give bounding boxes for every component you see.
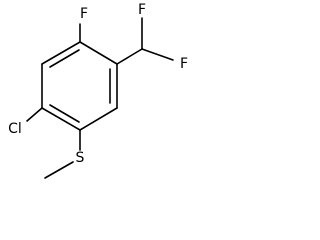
chemical-structure: F F F Cl S: [8, 2, 188, 179]
atom-label-f-ring: F: [80, 6, 88, 22]
ring-double-bond-c4-c5: [49, 104, 80, 123]
bond-c2-chf2: [116, 48, 143, 65]
atom-label-f-chf2-upper: F: [138, 2, 146, 18]
ring-bond-c1-c2: [79, 41, 118, 65]
bond-s-methyl: [44, 161, 74, 179]
ring-bond-c4-c5: [41, 107, 81, 131]
ring-bond-c6-c1: [41, 41, 81, 65]
bond-chf2-f-right: [141, 48, 174, 61]
bond-c5-cl: [26, 107, 43, 122]
atom-label-s: S: [76, 150, 85, 166]
ring-bond-c3-c4: [79, 107, 118, 131]
atom-label-f-chf2-right: F: [180, 56, 188, 72]
ring-double-bond-c6-c1: [49, 49, 80, 68]
atom-label-cl: Cl: [8, 121, 22, 137]
